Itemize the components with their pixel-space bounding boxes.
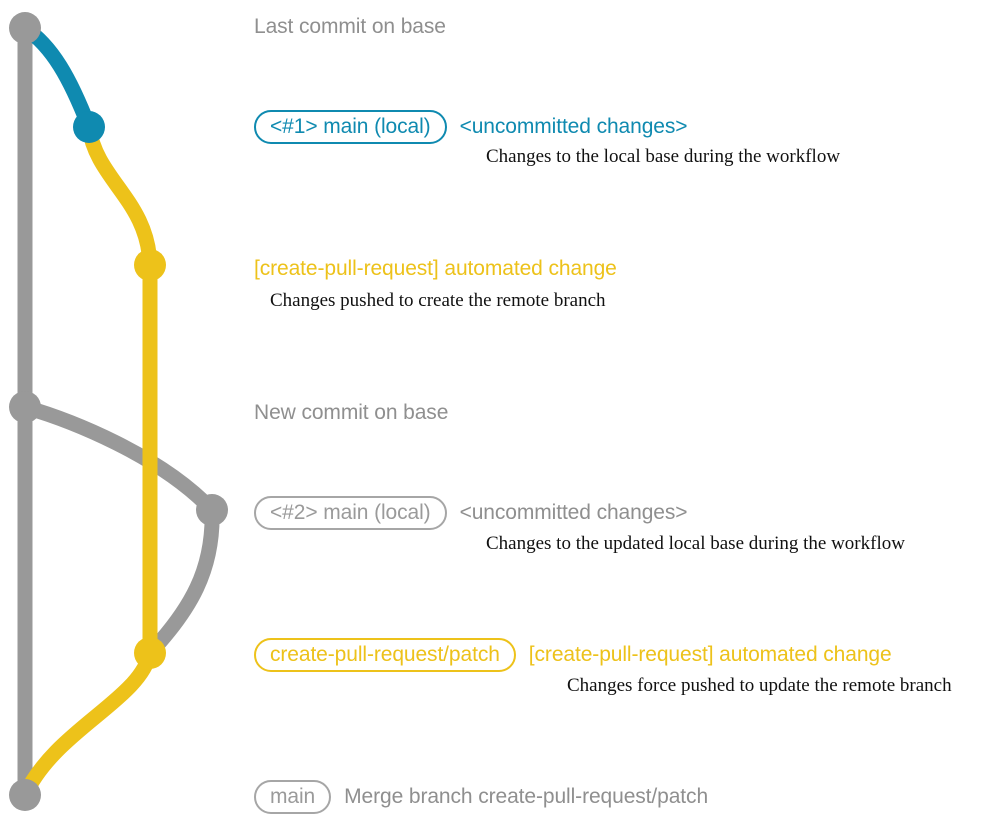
branch-badge-create-pull-request-patch[interactable]: create-pull-request/patch [254, 638, 516, 672]
node-automated-change-2 [134, 637, 166, 669]
node-local-1 [73, 111, 105, 143]
commit-row-local-2: <#2> main (local) <uncommitted changes> [254, 496, 688, 530]
commit-row-automated-change-1: [create-pull-request] automated change [254, 252, 617, 286]
commit-note-automated-change-2: Changes force pushed to update the remot… [567, 675, 952, 696]
commit-row-local-1: <#1> main (local) <uncommitted changes> [254, 110, 688, 144]
commit-nodes [9, 12, 228, 811]
commit-row-new-commit-on-base: New commit on base [254, 396, 448, 430]
edge-base-to-local2 [17, 399, 220, 518]
node-new-commit-on-base [9, 391, 41, 423]
commit-subject: [create-pull-request] automated change [528, 643, 892, 666]
commit-subject: <uncommitted changes> [459, 501, 688, 524]
commit-row-merge: main Merge branch create-pull-request/pa… [254, 780, 708, 814]
branch-badge-main-local-2[interactable]: <#2> main (local) [254, 496, 447, 530]
commit-row-last-commit-on-base: Last commit on base [254, 10, 446, 44]
commit-note-local-1: Changes to the local base during the wor… [486, 146, 841, 167]
commit-subject: Merge branch create-pull-request/patch [344, 785, 709, 808]
node-last-commit-on-base [9, 12, 41, 44]
branch-badge-main-local-1[interactable]: <#1> main (local) [254, 110, 447, 144]
commit-note-local-2: Changes to the updated local base during… [486, 533, 905, 554]
node-automated-change-1 [134, 249, 166, 281]
commit-note-automated-change-1: Changes pushed to create the remote bran… [270, 290, 606, 311]
edge-local1-to-automated1 [81, 119, 158, 273]
commit-row-automated-change-2: create-pull-request/patch [create-pull-r… [254, 638, 892, 672]
commit-subject: New commit on base [254, 401, 449, 424]
node-merge [9, 779, 41, 811]
branch-badge-main[interactable]: main [254, 780, 332, 814]
commit-subject: [create-pull-request] automated change [254, 257, 617, 280]
commit-subject: <uncommitted changes> [459, 115, 688, 138]
edge-automated2-to-merge [17, 645, 158, 803]
commit-subject: Last commit on base [254, 15, 446, 38]
edge-base-to-local1 [17, 20, 97, 135]
edge-local2-to-patch [142, 502, 220, 661]
node-local-2 [196, 494, 228, 526]
